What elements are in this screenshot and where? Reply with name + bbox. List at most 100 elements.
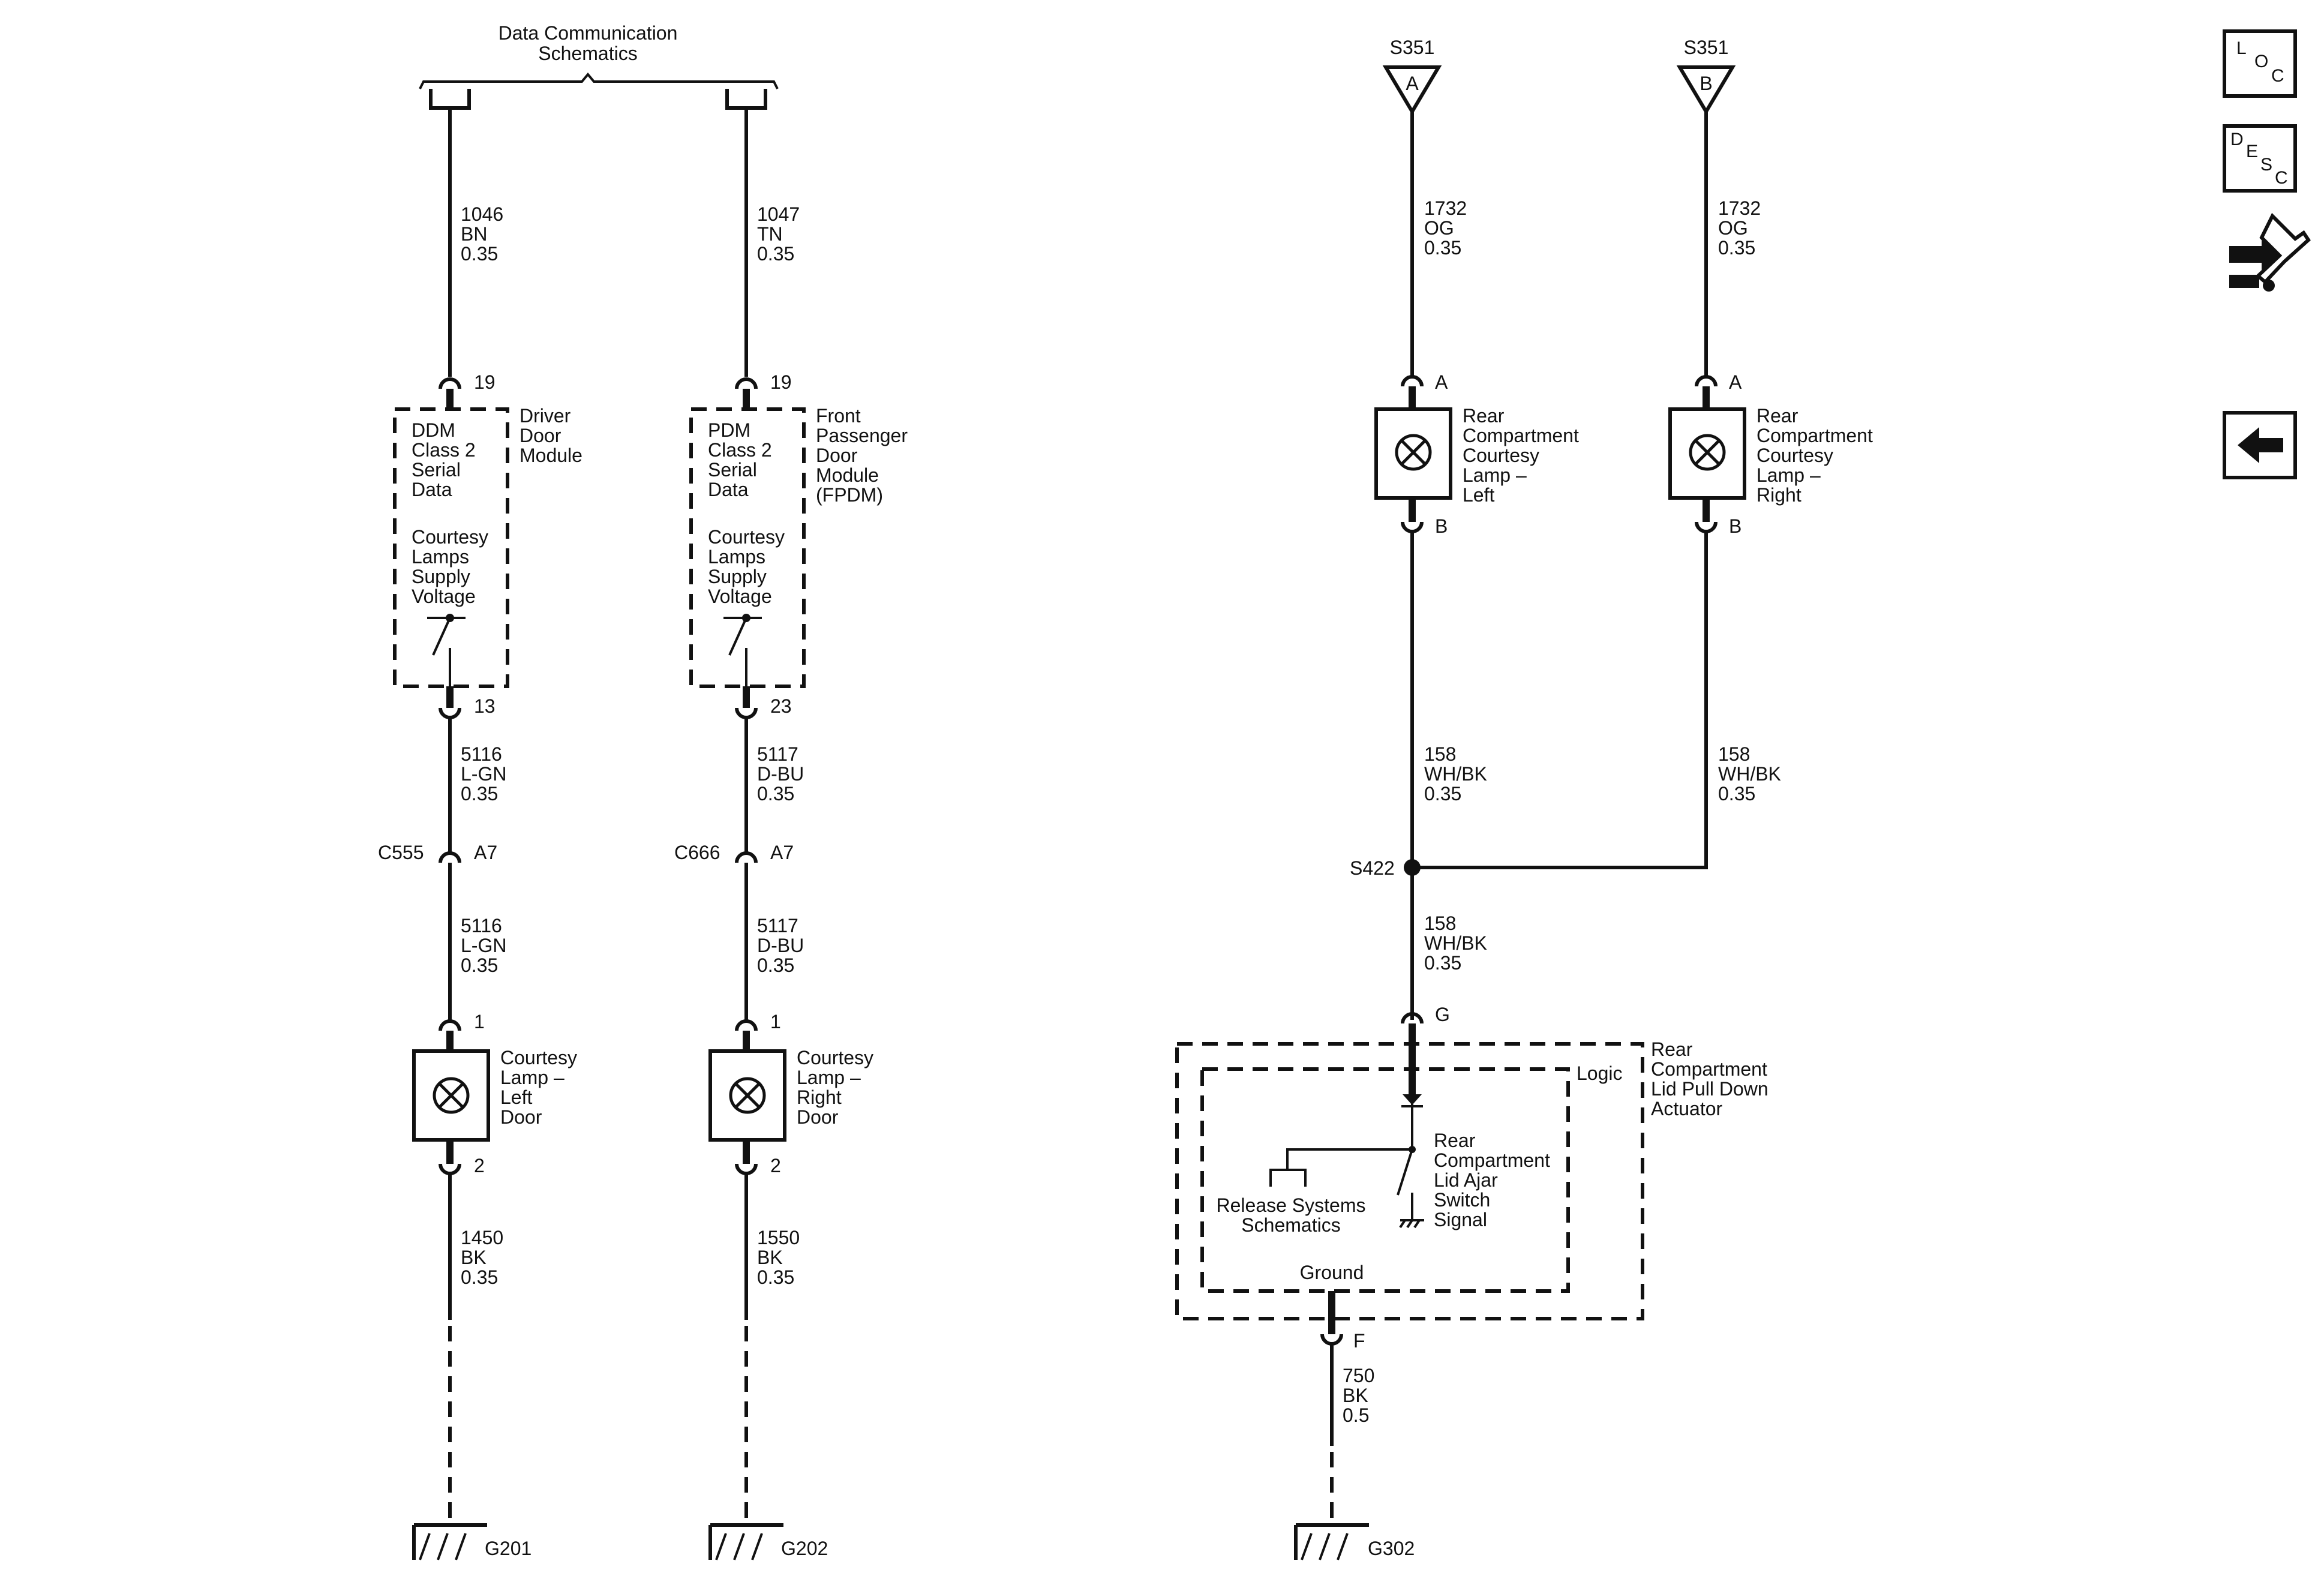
lid-ajar-switch-name: Rear Compartment Lid Ajar Switch Signal (1434, 1130, 1550, 1230)
release-systems-reference[interactable] (1269, 1148, 1412, 1187)
passenger-door-module-box (689, 407, 806, 688)
svg-text:Rear: Rear (1756, 405, 1798, 427)
svg-text:Lamp –: Lamp – (1756, 464, 1821, 486)
svg-text:1550: 1550 (757, 1227, 800, 1248)
svg-text:0.35: 0.35 (757, 954, 794, 976)
pin-13: 13 (474, 695, 496, 717)
pdm-name: Front Passenger Door Module (FPDM) (816, 405, 908, 506)
svg-text:Actuator: Actuator (1651, 1098, 1723, 1119)
svg-text:Schematics: Schematics (1241, 1214, 1340, 1236)
loc-letter-c: C (2271, 66, 2284, 86)
svg-text:WH/BK: WH/BK (1424, 932, 1487, 954)
svg-text:Courtesy: Courtesy (708, 526, 785, 548)
svg-text:Class 2: Class 2 (412, 439, 476, 461)
connector-pin-23 (735, 707, 758, 719)
svg-text:0.35: 0.35 (1718, 237, 1755, 259)
svg-text:Module: Module (816, 464, 879, 486)
svg-text:Rear: Rear (1463, 405, 1505, 427)
svg-text:2: 2 (770, 1155, 781, 1176)
connector-end-view-icon[interactable] (2229, 212, 2311, 292)
splice-s351-b-terminal[interactable]: B (1676, 65, 1736, 115)
svg-text:BK: BK (461, 1247, 487, 1268)
splice-s351-a-terminal[interactable]: A (1382, 65, 1442, 115)
arrow-left-icon (2238, 427, 2283, 463)
description-button[interactable]: D E S C (2223, 124, 2297, 193)
splice-s422-label: S422 (1350, 857, 1395, 879)
diode (1401, 1094, 1423, 1152)
connector-c555-pin: A7 (474, 842, 497, 863)
svg-text:Compartment: Compartment (1434, 1149, 1550, 1171)
ground-g201-label: G201 (485, 1538, 532, 1559)
rear-courtesy-lamp-left-name: Rear Compartment Courtesy Lamp – Left (1463, 405, 1579, 506)
ground-g201[interactable] (412, 1523, 487, 1560)
svg-text:Lid Pull Down: Lid Pull Down (1651, 1078, 1768, 1100)
svg-text:5117: 5117 (757, 915, 798, 936)
connector-c555-label: C555 (378, 842, 424, 863)
back-button[interactable] (2223, 411, 2297, 479)
svg-text:5117: 5117 (757, 743, 798, 765)
svg-text:0.5: 0.5 (1343, 1404, 1369, 1426)
svg-text:Module: Module (520, 445, 582, 466)
connector-pin-13 (439, 707, 461, 719)
svg-text:Voltage: Voltage (708, 586, 772, 607)
connector-c555[interactable] (439, 851, 461, 863)
courtesy-lamp-left-door[interactable] (412, 1049, 490, 1142)
connector-pin-g (1401, 1012, 1424, 1024)
svg-text:0.35: 0.35 (1424, 952, 1461, 974)
svg-text:Lid Ajar: Lid Ajar (1434, 1169, 1498, 1191)
splice-s422[interactable] (1404, 859, 1421, 876)
svg-text:Serial: Serial (412, 459, 461, 481)
svg-text:1450: 1450 (461, 1227, 503, 1248)
pdm-switch (723, 614, 762, 686)
svg-text:Signal: Signal (1434, 1209, 1487, 1230)
ground-g302[interactable] (1294, 1523, 1369, 1560)
svg-text:Lamp –: Lamp – (797, 1067, 861, 1088)
driver-door-module-box (393, 407, 509, 688)
svg-text:0.35: 0.35 (461, 954, 498, 976)
rear-courtesy-lamp-left[interactable] (1374, 407, 1452, 500)
svg-text:Door: Door (500, 1106, 542, 1128)
connector-c666[interactable] (735, 851, 758, 863)
wire-158-right (1412, 532, 1708, 869)
connector-pin-1-right (735, 1019, 758, 1031)
ddm-inner-labels: DDM Class 2 Serial Data Courtesy Lamps S… (412, 419, 488, 607)
svg-text:0.35: 0.35 (461, 1266, 498, 1288)
svg-text:1732: 1732 (1424, 197, 1467, 219)
svg-text:0.35: 0.35 (1718, 783, 1755, 804)
svg-text:OG: OG (1424, 217, 1454, 239)
location-button[interactable]: L O C (2223, 29, 2297, 98)
svg-text:Class 2: Class 2 (708, 439, 772, 461)
connector-pin-f (1320, 1334, 1343, 1346)
svg-text:Rear: Rear (1434, 1130, 1476, 1151)
svg-text:Right: Right (797, 1086, 842, 1108)
loc-letter-l: L (2236, 38, 2247, 58)
svg-text:D-BU: D-BU (757, 935, 804, 956)
svg-text:0.35: 0.35 (757, 1266, 794, 1288)
svg-text:OG: OG (1718, 217, 1748, 239)
header-line1: Data Communication (499, 22, 678, 44)
ground-g202[interactable] (708, 1523, 783, 1560)
svg-text:Courtesy: Courtesy (797, 1047, 873, 1068)
svg-text:Left: Left (1463, 484, 1494, 506)
svg-text:0.35: 0.35 (757, 783, 794, 804)
logic-ground-label: Ground (1300, 1262, 1364, 1283)
ddm-name: Driver Door Module (520, 405, 582, 466)
svg-text:158: 158 (1424, 743, 1456, 765)
ddm-switch (427, 614, 466, 686)
rear-courtesy-lamp-right[interactable] (1668, 407, 1746, 500)
svg-text:DDM: DDM (412, 419, 455, 441)
svg-text:Lamps: Lamps (708, 546, 765, 568)
svg-text:Release Systems: Release Systems (1217, 1194, 1366, 1216)
splice-s351-b-label: S351 (1684, 37, 1729, 58)
svg-text:Compartment: Compartment (1756, 425, 1873, 446)
data-communication-reference[interactable]: Data Communication Schematics (419, 22, 779, 110)
wire-1046-color: BN (461, 223, 487, 245)
svg-text:Courtesy: Courtesy (1463, 445, 1539, 466)
svg-text:0.35: 0.35 (1424, 237, 1461, 259)
svg-text:Door: Door (816, 445, 858, 466)
svg-text:A: A (1729, 371, 1742, 393)
courtesy-lamp-right-door[interactable] (708, 1049, 786, 1142)
svg-text:Driver: Driver (520, 405, 571, 427)
svg-text:A7: A7 (770, 842, 794, 863)
